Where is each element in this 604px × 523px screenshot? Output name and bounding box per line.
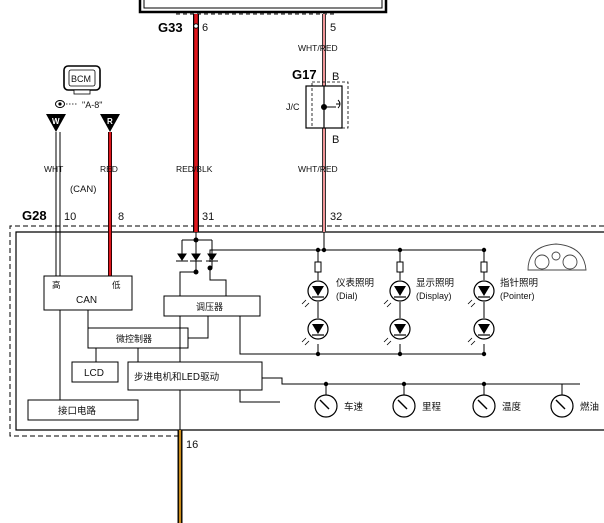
led-icon: [473, 318, 495, 340]
cluster-outline-solid: [15, 231, 604, 431]
jc-label: J/C: [286, 102, 300, 112]
w-marker-icon: [46, 114, 66, 132]
wire-red: RED: [100, 164, 118, 174]
cluster-outline-dashed: [9, 225, 604, 437]
gauge-speed-icon: [314, 394, 338, 418]
lamp-display-en: (Display): [416, 291, 452, 301]
interface-label: 接口电路: [58, 405, 97, 417]
pin-g33: 6: [202, 22, 208, 34]
lamp-junction-dots: [315, 247, 487, 387]
led-icon: [389, 318, 411, 340]
input-diode-group: [176, 237, 218, 275]
pin-ground: 16: [186, 439, 198, 451]
lamp-dial-en: (Dial): [336, 291, 358, 301]
w-marker-label: W: [52, 117, 60, 126]
gauge-temperature-icon: [472, 394, 496, 418]
r-marker-icon: [100, 114, 120, 132]
lcd-block: [71, 361, 119, 383]
wire-red-blk: RED/BLK: [176, 164, 213, 174]
led-icon: [389, 280, 411, 302]
can-low-label: 低: [112, 280, 121, 291]
pin-lamp: 32: [330, 211, 342, 223]
stepper-driver-label: 步进电机和LED驱动: [134, 371, 219, 383]
gauge-fuel-label: 燃油: [580, 401, 599, 413]
lamp-dial-cn: 仪表照明: [336, 277, 374, 289]
upstream-connector-frame: [138, 0, 388, 15]
gauge-speed-label: 车速: [344, 401, 364, 413]
instrument-cluster-icon: [527, 243, 587, 271]
led-lamps: [301, 280, 495, 346]
bcm-ref: "A-8": [82, 100, 102, 110]
connector-g28-label: G28: [22, 208, 47, 223]
wire-can: (CAN): [70, 184, 96, 195]
stepper-driver-block: [127, 361, 263, 391]
lamp-pointer-cn: 指针照明: [500, 277, 538, 289]
pin-power: 31: [202, 211, 214, 223]
bcm-icon: [63, 65, 101, 95]
gauge-fuel-icon: [550, 394, 574, 418]
r-marker-label: R: [107, 117, 113, 126]
can-high-label: 高: [52, 280, 61, 291]
can-block-label: CAN: [76, 295, 97, 306]
mcu-label: 微控制器: [116, 333, 152, 345]
g17-bottom-pin-label: B: [332, 134, 339, 146]
junction-connector-jc: [305, 81, 349, 129]
wire-wht: WHT: [44, 164, 63, 174]
regulator-label: 调压器: [196, 302, 223, 313]
lamp-pointer-en: (Pointer): [500, 291, 535, 301]
wire-wht-red-bottom: WHT/RED: [298, 164, 338, 174]
pin-can-low: 10: [64, 211, 76, 223]
pin-can-high: 8: [118, 211, 124, 223]
bcm-label: BCM: [71, 74, 91, 84]
gauge-odometer-icon: [392, 394, 416, 418]
gauge-temperature-label: 温度: [502, 401, 522, 413]
lcd-label: LCD: [84, 368, 104, 379]
g33-pin-dot: [193, 23, 199, 29]
g17-top-pin-label: B: [332, 71, 339, 83]
connector-g17-label: G17: [292, 67, 317, 82]
lamp-display-cn: 显示照明: [416, 278, 454, 289]
pin-g17-top: 5: [330, 22, 336, 34]
led-icon: [307, 280, 329, 302]
led-icon: [473, 280, 495, 302]
interface-block: [27, 399, 139, 421]
led-icon: [307, 318, 329, 340]
connector-g33-label: G33: [158, 20, 183, 35]
lamp-resistors: [314, 261, 488, 273]
camera-icon: [55, 100, 78, 108]
wire-wht-red-top: WHT/RED: [298, 43, 338, 53]
gauge-odometer-label: 里程: [422, 402, 442, 413]
regulator-block: [163, 295, 261, 317]
